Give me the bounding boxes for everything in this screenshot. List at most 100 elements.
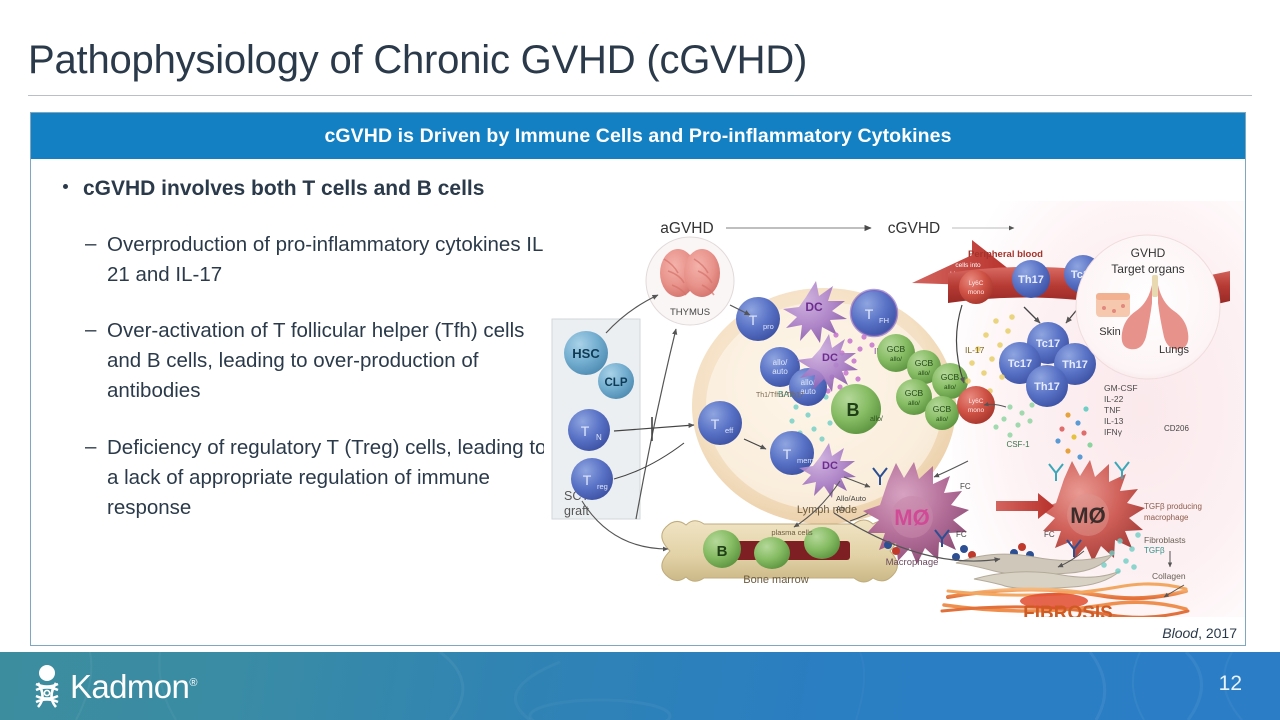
csf1-label: CSF-1 [1006, 440, 1030, 449]
cytokine-ifng: IFNγ [1104, 427, 1123, 437]
tgfb-label: TGFβ [1144, 546, 1165, 555]
bullet-sub-2: – Over-activation of T follicular helper… [47, 316, 559, 406]
tmem-cell [770, 431, 814, 475]
dendritic-cell-upper [783, 281, 847, 343]
macrophage-polarization-arrow [996, 493, 1054, 519]
monocyte-tissue [957, 386, 995, 424]
bullet-sub-3: – Deficiency of regulatory T (Treg) cell… [47, 433, 559, 523]
bone-marrow-b-cell [703, 530, 741, 568]
tmem-sublabel: mem [797, 456, 814, 465]
gcb-label-1: GCB [887, 344, 906, 354]
gcb-allo-5: allo/ [936, 416, 948, 423]
tfh-cell [851, 290, 897, 336]
th17-migration-arrow [1023, 306, 1041, 324]
cells-into-bloodstream-label-1: cells into [955, 262, 981, 269]
bullet-main: cGVHD involves both T cells and B cells [47, 175, 559, 204]
fibroblasts-label: Fibroblasts [1144, 535, 1186, 545]
treg-label: T [583, 472, 592, 488]
cytokine-tnf: TNF [1104, 405, 1121, 415]
effector-cytokine-list: GM-CSF IL-22 TNF IL-13 IFNγ [1104, 383, 1138, 437]
gcb-label-4: GCB [905, 388, 924, 398]
kadmon-logo: Kadmon® [30, 664, 197, 710]
antibody-receptors [872, 461, 1130, 557]
gvhd-target-label-1: GVHD [1131, 246, 1166, 260]
monocyte-to-macrophage-arrow [933, 460, 969, 478]
dc-label-lower: DC [822, 460, 838, 472]
th17-in-vessel [1012, 260, 1050, 298]
dc-label-ln: DC [822, 352, 838, 364]
bullet-dot-icon [63, 184, 68, 189]
allo-auto-t-cell-1 [760, 347, 800, 387]
kadmon-wordmark-text: Kadmon [70, 668, 190, 705]
registered-trademark-icon: ® [189, 677, 197, 689]
gvhd-pathophysiology-figure: aGVHD cGVHD Lymph node SCT graft HSC CLP [544, 201, 1245, 617]
plasma-cell-2 [804, 527, 840, 559]
gcb-label-3: GCB [941, 372, 960, 382]
tgfb-macrophage-label-1: TGFβ producing [1144, 502, 1202, 511]
thymus-label: THYMUS [670, 307, 710, 318]
gcb-label-2: GCB [915, 358, 934, 368]
cd206-label: CD206 [1164, 424, 1189, 433]
tgfb-dots [1101, 532, 1141, 574]
clp-label: CLP [605, 377, 628, 389]
tfh-sublabel: FH [879, 316, 889, 325]
graft-to-marrow-arrow [581, 500, 669, 552]
mixed-cytokine-dots [1055, 406, 1093, 460]
ln-to-marrow-arrow [793, 480, 841, 528]
plasma-cell-1 [754, 537, 790, 569]
dc-label-upper: DC [805, 300, 823, 314]
allo-auto-ab-label-1: Allo/Auto [836, 494, 866, 503]
section-banner: cGVHD is Driven by Immune Cells and Pro-… [31, 113, 1245, 159]
macrophage-1-symbol: MØ [894, 505, 929, 530]
teff-label: T [711, 416, 720, 432]
teff-cell [698, 401, 742, 445]
ly6c-label-tissue: Ly6C [969, 398, 984, 405]
peripheral-blood-label: Peripheral blood [968, 249, 1043, 260]
thymus-organ-icon [660, 249, 720, 297]
treg-inhibition-line [613, 442, 685, 480]
credit-year: , 2017 [1198, 625, 1237, 641]
skin-label: Skin [1099, 326, 1120, 338]
th17-label-c1: Th17 [1062, 359, 1088, 371]
monocyte-in-vessel [959, 270, 993, 304]
footer-texture [75, 652, 1243, 720]
treg-cell [571, 458, 613, 500]
content-frame: cGVHD is Driven by Immune Cells and Pro-… [30, 112, 1246, 646]
th17-label-c2: Th17 [1034, 381, 1060, 393]
kadmon-wordmark: Kadmon® [70, 668, 197, 706]
section-banner-label: cGVHD is Driven by Immune Cells and Pro-… [324, 124, 952, 147]
macrophage-to-fibroblast-arrow [1057, 550, 1085, 568]
hsc-cell [564, 331, 608, 375]
tc17-label-c1: Tc17 [1036, 338, 1060, 350]
tpro-cell [736, 297, 780, 341]
bullet-sub-1: – Overproduction of pro-inflammatory cyt… [47, 230, 559, 290]
il17-dots [965, 314, 1015, 394]
teff-to-tmem-arrow [743, 438, 767, 450]
naive-t-sublabel: N [596, 433, 602, 442]
lungs-label: Lungs [1159, 344, 1189, 356]
macrophage-2-symbol: MØ [1070, 503, 1105, 528]
auto-label-1: auto [772, 367, 788, 376]
antibody-to-fibroblast-arrow [833, 512, 1001, 563]
tgfb-macrophage-label-2: macrophage [1144, 513, 1189, 522]
fc-label-1: FC [960, 482, 971, 491]
il17-label: IL-17 [965, 345, 985, 355]
graft-to-thymus-arrow [635, 328, 678, 520]
cytokine-il22: IL-22 [1104, 394, 1124, 404]
slide-footer: Kadmon® 12 [0, 652, 1280, 720]
dendritic-cell-lower [799, 443, 856, 498]
page-title: Pathophysiology of Chronic GVHD (cGVHD) [28, 38, 808, 82]
lymph-node-label: Lymph node [797, 504, 857, 516]
bullet-sub-3-label: Deficiency of regulatory T (Treg) cells,… [107, 435, 547, 519]
b-cell [831, 384, 881, 434]
collagen-label: Collagen [1152, 571, 1186, 581]
dash-icon: – [85, 318, 97, 342]
fc-label-3: FC [1044, 530, 1055, 539]
th17-label-vessel: Th17 [1018, 274, 1044, 286]
tc17-label-c2: Tc17 [1008, 358, 1032, 370]
ly6c-label-vessel: Ly6C [969, 280, 984, 287]
b-cell-allo-label: allo/ [870, 416, 883, 423]
fibrosis-label: FIBROSIS [1023, 603, 1113, 617]
allo-auto-ab-label-2: Ab [836, 504, 845, 513]
allo-label-1: allo/ [773, 358, 788, 367]
